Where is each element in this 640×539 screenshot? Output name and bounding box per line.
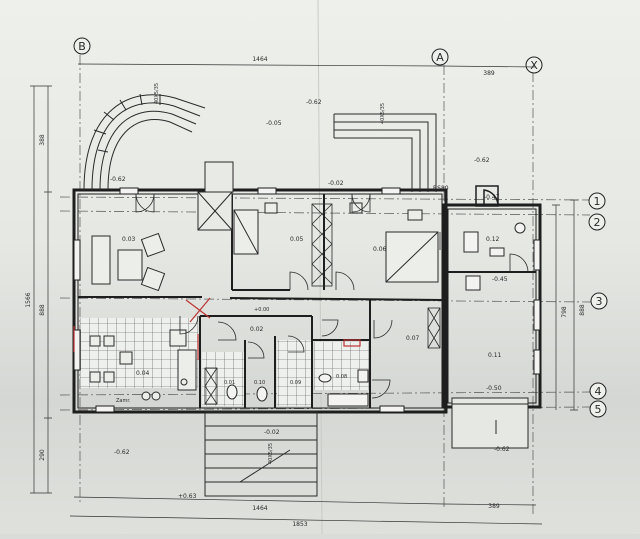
fireplace	[197, 161, 234, 231]
elevation-porch: -0.50	[486, 385, 502, 392]
wc-tiles	[202, 352, 244, 406]
elevation-vestibule: -0.47	[484, 194, 500, 201]
dim-top-right: 389	[483, 70, 495, 77]
grid-axis-B: B	[73, 37, 91, 55]
room-09: 0.09	[290, 380, 301, 386]
dim-left-total: 1566	[25, 292, 32, 307]
dimension-lines	[30, 63, 578, 525]
rs-label: RS80	[433, 185, 449, 192]
furniture-beds	[233, 202, 439, 283]
grid-axis-2: 2	[588, 213, 606, 231]
dim-bottom-main: 1464	[252, 505, 267, 512]
furniture-kitchen	[89, 329, 197, 401]
interior-walls	[78, 194, 536, 408]
laundry-tiles	[314, 342, 369, 390]
sanitary-fixtures	[226, 222, 526, 407]
room-12: 0.12	[486, 236, 500, 243]
room-02: 0.02	[250, 326, 264, 333]
room-05: 0.05	[290, 236, 304, 243]
room-10: 0.10	[254, 380, 265, 386]
room-03: 0.03	[122, 236, 136, 243]
curved-terrace	[83, 93, 206, 191]
grid-number-3: 3	[596, 295, 603, 308]
room-04: 0.04	[136, 370, 150, 377]
elevation-ground: +0.63	[178, 493, 197, 500]
rear-porch	[451, 397, 529, 449]
grid-axis-4: 4	[589, 382, 607, 400]
dim-top-main: 1464	[252, 56, 267, 63]
grid-number-2: 2	[594, 216, 601, 229]
red-markings	[73, 297, 361, 360]
elevation-terrace: -0.05	[266, 120, 282, 127]
elevation-sw: -0.62	[114, 449, 130, 456]
dim-right-b: 888	[579, 304, 586, 316]
grid-letter-b: B	[78, 40, 86, 53]
grid-axis-1: 1	[588, 192, 606, 210]
grid-number-1: 1	[594, 195, 601, 208]
vestibule	[475, 185, 499, 207]
grid-number-5: 5	[595, 403, 602, 416]
room-08: 0.08	[336, 374, 347, 380]
room-01: 0.01	[224, 380, 235, 386]
grid-axis-3: 3	[590, 292, 608, 310]
furniture-living	[91, 232, 166, 292]
grid-number-4: 4	[595, 385, 602, 398]
room-11: 0.11	[488, 352, 502, 359]
elevation-north: -0.62	[306, 99, 322, 106]
dim-right-a: 798	[561, 306, 568, 318]
paper-fold	[317, 0, 323, 535]
stair-note-entrance: 40X5/35	[380, 103, 386, 124]
dim-bottom-total: 1853	[292, 521, 307, 528]
elevation-utility: -0.45	[492, 276, 508, 283]
elevation-stairs-top: -0.02	[264, 429, 280, 436]
grid-letter-a: A	[436, 51, 444, 64]
entrance-terrace	[333, 113, 437, 192]
grid-axis-5: 5	[589, 400, 607, 418]
stair-note-front: 40X5/35	[268, 443, 274, 464]
dim-bottom-right: 389	[488, 503, 500, 510]
dim-left-upper: 388	[39, 134, 46, 146]
dim-left-lower: 290	[39, 449, 46, 461]
windows	[73, 187, 541, 413]
elevation-hall: +0.00	[254, 307, 269, 313]
door-swings	[135, 193, 529, 399]
wardrobes	[204, 203, 441, 405]
elevation-nw: -0.62	[110, 176, 126, 183]
dim-left-mid: 888	[39, 304, 46, 316]
bath-tiles	[277, 340, 311, 406]
zamr-label: Zamr.	[116, 398, 131, 404]
stair-note-terrace: 40X5/35	[154, 83, 160, 104]
grid-axis-X: X	[525, 56, 543, 74]
grid-axis-A: A	[431, 48, 449, 66]
front-stairs	[204, 411, 318, 497]
room-labels: 0.03 0.05 0.06 0.12 0.02 0.04 0.07 0.11 …	[122, 236, 502, 386]
grid-letter-x: X	[530, 59, 538, 72]
elevation-ne: -0.62	[474, 157, 490, 164]
elevation-door: -0.02	[328, 180, 344, 187]
elevation-se: -0.62	[494, 446, 510, 453]
room-06: 0.06	[373, 246, 387, 253]
elevation-markers: -0.62 -0.05 -0.62 -0.02 -0.47 -0.62 -0.4…	[110, 99, 510, 500]
room-07: 0.07	[406, 335, 420, 342]
